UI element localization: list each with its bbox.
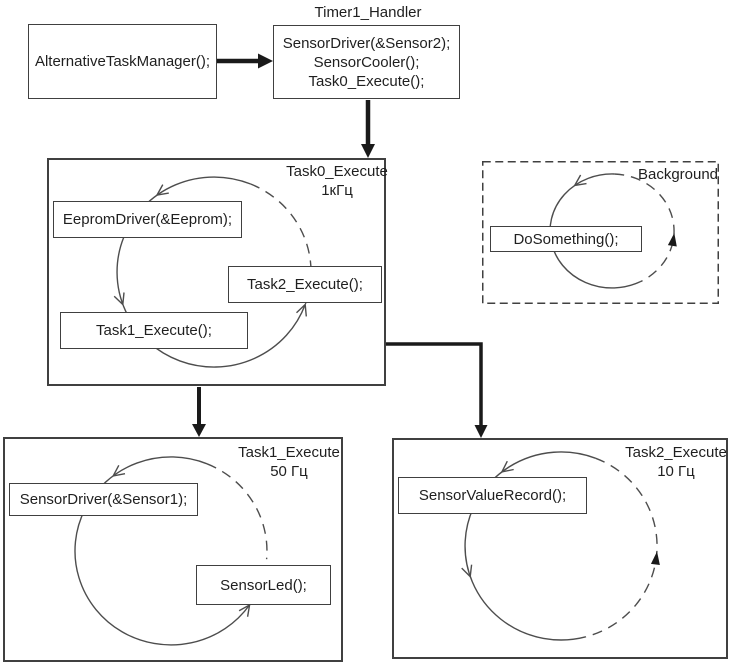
sensor-led-node: SensorLed();: [196, 565, 331, 605]
timer1-handler-line-3: Task0_Execute();: [308, 72, 425, 90]
background-title: Background: [637, 166, 719, 183]
do-something-node: DoSomething();: [490, 226, 642, 252]
task2-frequency: 10 Гц: [657, 463, 695, 480]
do-something-label: DoSomething();: [513, 230, 619, 248]
sensor-driver1-label: SensorDriver(&Sensor1);: [19, 491, 188, 508]
timer1-handler-line-1: SensorDriver(&Sensor2);: [282, 34, 451, 52]
task2-title: Task2_Execute: [625, 444, 727, 461]
eeprom-driver-label: EepromDriver(&Eeprom);: [62, 211, 233, 228]
alternative-task-manager-label: AlternativeTaskManager();: [34, 53, 211, 70]
alternative-task-manager-box: AlternativeTaskManager();: [28, 24, 217, 99]
timer1-handler-box: SensorDriver(&Sensor2); SensorCooler(); …: [273, 25, 460, 99]
task1-execute-label: Task1_Execute();: [96, 322, 212, 339]
task2-execute-label: Task2_Execute();: [247, 276, 363, 293]
task0-title: Task0_Execute: [286, 163, 388, 180]
timer1-handler-line-2: SensorCooler();: [313, 53, 420, 71]
task0-frequency: 1кГц: [321, 182, 353, 199]
eeprom-driver-node: EepromDriver(&Eeprom);: [53, 201, 242, 238]
task1-title-block: Task1_Execute 50 Гц: [229, 443, 349, 481]
task1-execute-node: Task1_Execute();: [60, 312, 248, 349]
task0-title-block: Task0_Execute 1кГц: [277, 162, 397, 200]
task1-title: Task1_Execute: [238, 444, 340, 461]
sensor-value-record-label: SensorValueRecord();: [418, 487, 567, 504]
task2-execute-node: Task2_Execute();: [228, 266, 382, 303]
task2-title-block: Task2_Execute 10 Гц: [616, 443, 732, 481]
sensor-led-label: SensorLed();: [220, 576, 307, 594]
timer1-handler-title: Timer1_Handler: [314, 4, 422, 21]
sensor-driver1-node: SensorDriver(&Sensor1);: [9, 483, 198, 516]
sensor-value-record-node: SensorValueRecord();: [398, 477, 587, 514]
task1-frequency: 50 Гц: [270, 463, 308, 480]
